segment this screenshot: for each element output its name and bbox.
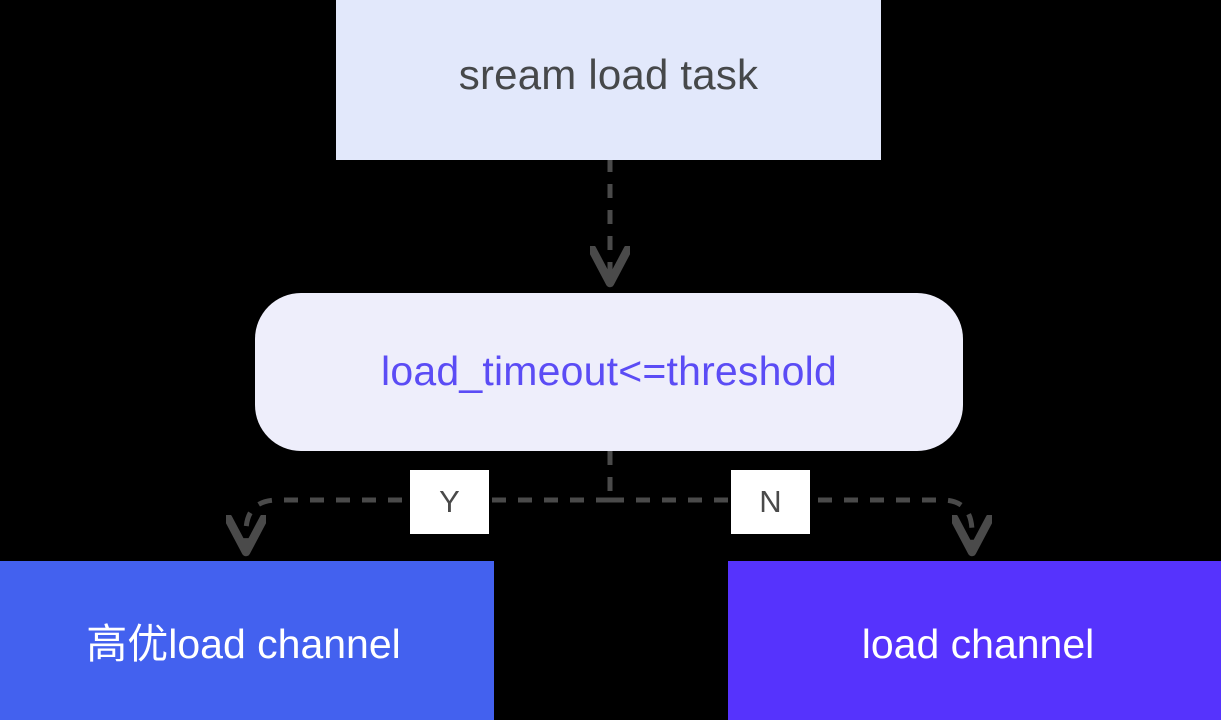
- edge-label-yes: Y: [410, 470, 489, 534]
- node-load-timeout-threshold-decision[interactable]: load_timeout<=threshold: [255, 293, 963, 451]
- node-load-channel[interactable]: load channel: [728, 561, 1221, 720]
- node-high-priority-load-channel[interactable]: 高优load channel: [0, 561, 494, 720]
- edge-label-no: N: [731, 470, 810, 534]
- node-stream-load-task[interactable]: sream load task: [336, 0, 881, 160]
